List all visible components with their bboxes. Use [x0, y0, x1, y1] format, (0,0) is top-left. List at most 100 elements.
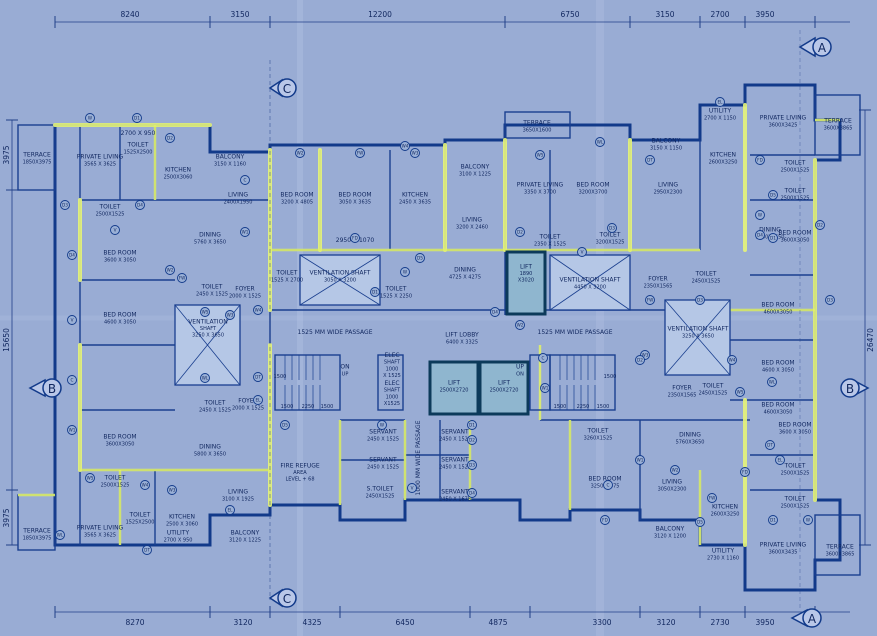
door-tag: W [803, 515, 813, 525]
svg-text:W2: W2 [167, 268, 174, 273]
door-tag: FW [355, 148, 365, 158]
svg-text:W: W [806, 518, 810, 523]
door-tag: WL [55, 530, 65, 540]
svg-text:W3: W3 [169, 488, 176, 493]
door-tag: W2 [515, 320, 525, 330]
section-label-a-top: A [818, 41, 827, 55]
dim-bottom-4: 6450 [395, 618, 414, 627]
svg-text:D1: D1 [134, 116, 140, 121]
stair-dimension: 2250 [302, 404, 315, 410]
svg-text:FD: FD [742, 470, 748, 475]
svg-text:W5: W5 [202, 310, 209, 315]
door-tag: W5 [735, 387, 745, 397]
door-tag: D3 [607, 223, 617, 233]
svg-text:C: C [244, 178, 247, 183]
svg-text:W: W [758, 213, 762, 218]
svg-text:D4: D4 [137, 203, 143, 208]
svg-text:W: W [403, 270, 407, 275]
dim-top-4: 6750 [560, 10, 579, 19]
svg-text:D2: D2 [517, 230, 523, 235]
dim-bottom-2: 3120 [233, 618, 252, 627]
svg-text:V: V [114, 228, 117, 233]
door-tag: FW [645, 295, 655, 305]
svg-text:W3: W3 [412, 151, 419, 156]
svg-text:W5: W5 [537, 153, 544, 158]
svg-text:W5: W5 [87, 476, 94, 481]
stair-dimension: 1500 [554, 404, 567, 410]
dim-bottom-8: 2730 [710, 618, 729, 627]
door-tag: D5 [695, 517, 705, 527]
door-tag: D2 [635, 355, 645, 365]
section-marker-b-left: B [28, 378, 62, 398]
svg-text:D5: D5 [282, 423, 288, 428]
svg-text:W1: W1 [242, 230, 249, 235]
door-tag: C [538, 353, 548, 363]
door-tag: W [400, 267, 410, 277]
svg-text:W1: W1 [637, 458, 644, 463]
stair-dimension: 1500 [597, 404, 610, 410]
section-marker-c-bottom: C [268, 588, 297, 608]
svg-text:D3: D3 [697, 298, 703, 303]
door-tag: V [577, 247, 587, 257]
dim-bottom-1: 8270 [125, 618, 144, 627]
door-tag: V [110, 225, 120, 235]
dimension-lines [6, 16, 871, 618]
svg-text:FW: FW [647, 298, 654, 303]
svg-text:W4: W4 [402, 144, 409, 149]
svg-text:D4: D4 [469, 491, 475, 496]
door-tag: V [67, 315, 77, 325]
svg-text:DT: DT [144, 548, 150, 553]
section-label-a-bottom: A [808, 612, 817, 626]
svg-text:W2: W2 [297, 151, 304, 156]
svg-text:V: V [581, 250, 584, 255]
svg-text:C: C [542, 356, 545, 361]
stair-dimension: 2250 [577, 404, 590, 410]
door-tag: DT [142, 545, 152, 555]
svg-text:FW: FW [709, 496, 716, 501]
svg-text:EL: EL [718, 100, 724, 105]
svg-text:W3: W3 [227, 313, 234, 318]
dim-left-3: 3975 [2, 508, 11, 527]
svg-text:D2: D2 [637, 358, 643, 363]
svg-text:DT: DT [767, 443, 773, 448]
door-tag: D2 [165, 133, 175, 143]
door-tag: W1 [240, 227, 250, 237]
svg-text:DT: DT [255, 375, 261, 380]
